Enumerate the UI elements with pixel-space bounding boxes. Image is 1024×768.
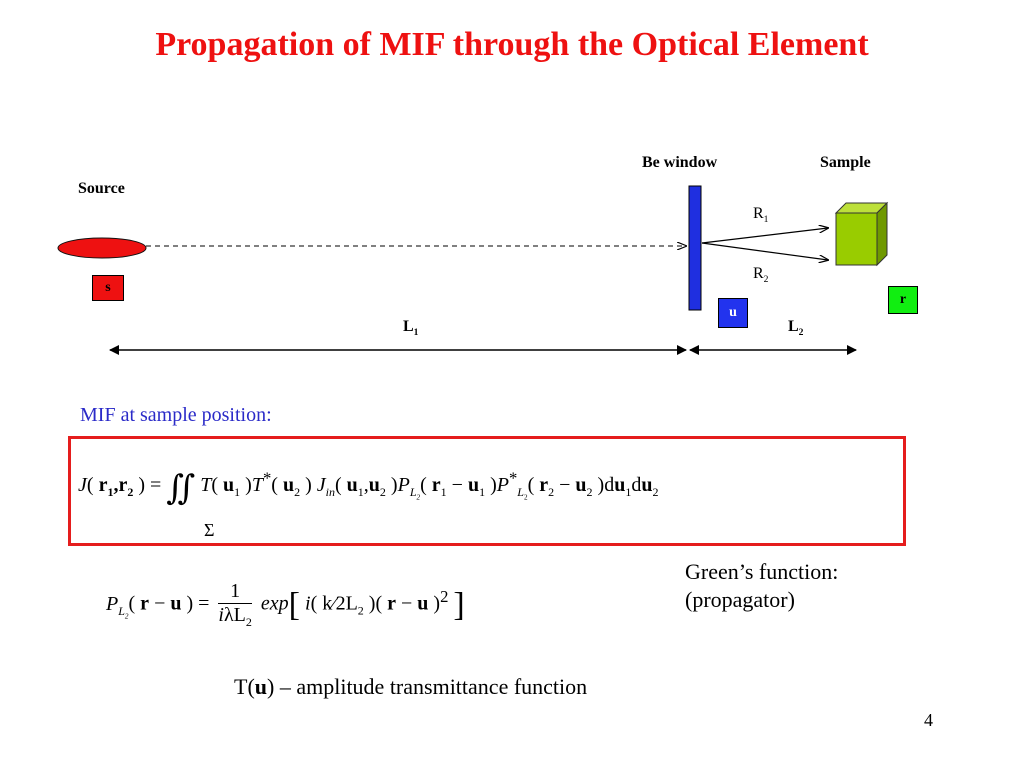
- l1-label: L1: [403, 318, 419, 339]
- be-window: [688, 185, 702, 311]
- mif-equation: J( r1,r2 ) = ∬ T( u1 )T*( u2 ) Jin( u1,u…: [78, 468, 659, 507]
- window-label: Be window: [642, 154, 718, 171]
- slide-title: Propagation of MIF through the Optical E…: [155, 26, 869, 63]
- ray-r1: [701, 228, 828, 244]
- mif-formula-box: [68, 436, 906, 546]
- u-box: u: [718, 298, 748, 328]
- ray-r2: [701, 242, 828, 260]
- source-label: Source: [78, 180, 125, 197]
- mif-caption: MIF at sample position:: [80, 404, 272, 426]
- r1-label: R1: [753, 205, 769, 226]
- propagator-equation: PL2( r − u ) = 1 iλL2 exp[ i( k⁄2L2 )( r…: [106, 580, 465, 629]
- sample-label: Sample: [820, 154, 871, 171]
- r2-label: R2: [753, 265, 769, 286]
- s-box: s: [92, 275, 124, 301]
- r-box: r: [888, 286, 918, 314]
- sample-cube: [834, 201, 889, 267]
- page-number: 4: [924, 710, 933, 730]
- source-ellipse: [57, 237, 147, 259]
- greens-function-label: Green’s function: (propagator): [685, 559, 839, 612]
- sigma-subscript: Σ: [204, 520, 215, 540]
- transmittance-text: T(u) – amplitude transmittance function: [234, 674, 588, 699]
- optical-setup-diagram: [57, 185, 889, 355]
- l2-label: L2: [788, 318, 804, 339]
